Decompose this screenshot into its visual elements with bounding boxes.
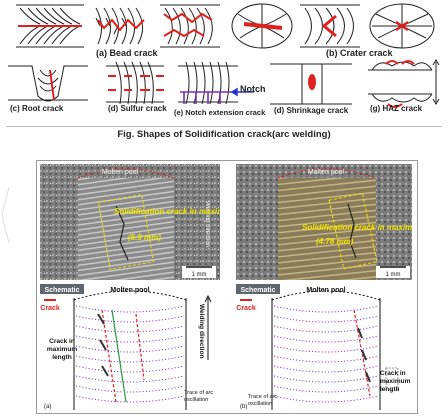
chevron-left-icon <box>1 186 10 244</box>
notch-arrow-head <box>230 87 238 97</box>
right-schematic: Schematic Crack Molten pool (b) <box>236 284 412 410</box>
bead-crack-sketch-1 <box>16 4 84 48</box>
left-panel-tag: (a) <box>44 404 51 410</box>
right-panel-tag: (b) <box>240 404 247 410</box>
shrinkage-crack-sketch <box>270 63 352 105</box>
crack-shapes-drawing <box>8 3 440 108</box>
right-trace-label: Trace of arc oscillation <box>248 394 278 407</box>
left-welding-direction-photo: Welding direction <box>204 201 210 247</box>
left-trace-label: Trace of arc oscillation <box>184 390 214 403</box>
left-schematic: Schematic Crack Molten pool Welding dire… <box>40 284 220 410</box>
crack-mark-crater-1 <box>321 14 337 38</box>
left-schematic-tab-text: Schematic <box>44 287 79 294</box>
left-crack-legend: Crack <box>40 305 60 312</box>
left-molten-pool-photo-label: Molten pool <box>102 169 139 176</box>
top-figure: (a) Bead crack (b) Crater crack (c) Root… <box>0 0 448 145</box>
left-crack-annotation: Solidification crack in maximum length <box>114 207 220 216</box>
left-scale-text: 1 mm <box>192 272 207 278</box>
right-crack-length: (4.78 mm) <box>316 237 354 246</box>
crack-mark-bead-3 <box>163 12 213 38</box>
crack-mark-crater-2 <box>395 20 409 32</box>
crack-mark-root <box>49 69 55 101</box>
right-schematic-molten-pool: Molten pool <box>306 287 345 294</box>
label-notch: Notch <box>240 84 266 94</box>
label-bead-crack: (a) Bead crack <box>96 48 158 58</box>
left-crack-max-label: Crack in maximum length <box>46 338 78 361</box>
right-schematic-tab-text: Schematic <box>240 287 275 294</box>
right-molten-pool-photo-label: Molten pool <box>308 169 345 176</box>
left-schematic-tab <box>40 284 84 294</box>
crack-mark-shrinkage <box>308 74 316 90</box>
notch-extension-lines <box>180 91 236 104</box>
label-sulfur-crack: (d) Sulfur crack <box>108 104 167 113</box>
left-crack-length: (5.9 mm) <box>128 233 161 242</box>
haz-crack-sketch <box>368 59 440 105</box>
crack-mark-bead-2 <box>97 18 145 32</box>
label-shrinkage-crack: (d) Shrinkage crack <box>274 106 349 115</box>
label-notch-extension-crack: (e) Notch extension crack <box>174 108 266 117</box>
left-schematic-welding-direction: Welding direction <box>198 304 205 358</box>
left-schematic-molten-pool: Molten pool <box>110 287 149 294</box>
label-root-crack: (c) Root crack <box>10 104 64 113</box>
bead-crack-sketch-4 <box>231 3 293 49</box>
bead-crack-sketch-3 <box>160 4 220 48</box>
label-crater-crack: (b) Crater crack <box>326 48 393 58</box>
sulfur-crack-sketch <box>106 61 164 105</box>
right-micrograph: 1 mm Molten pool Solidification crack in… <box>236 164 412 280</box>
right-crack-legend: Crack <box>236 305 256 312</box>
crack-mark-bead-4 <box>243 22 283 30</box>
label-haz-crack: (g) HAZ crack <box>370 104 423 113</box>
left-micrograph: 1 mm Molten pool Welding direction Solid… <box>40 164 220 280</box>
caption-divider <box>6 126 442 127</box>
crack-mark-haz <box>385 60 415 108</box>
right-schematic-tab <box>236 284 280 294</box>
right-scale-text: 1 mm <box>386 272 401 278</box>
figure-caption: Fig. Shapes of Solidification crack(arc … <box>117 129 331 140</box>
right-crack-max-label: Crack in maximum length <box>380 370 411 393</box>
root-crack-sketch <box>8 65 88 102</box>
crater-crack-sketch-1 <box>300 4 360 48</box>
right-crack-annotation: Solidification crack in maximum length <box>302 223 412 232</box>
